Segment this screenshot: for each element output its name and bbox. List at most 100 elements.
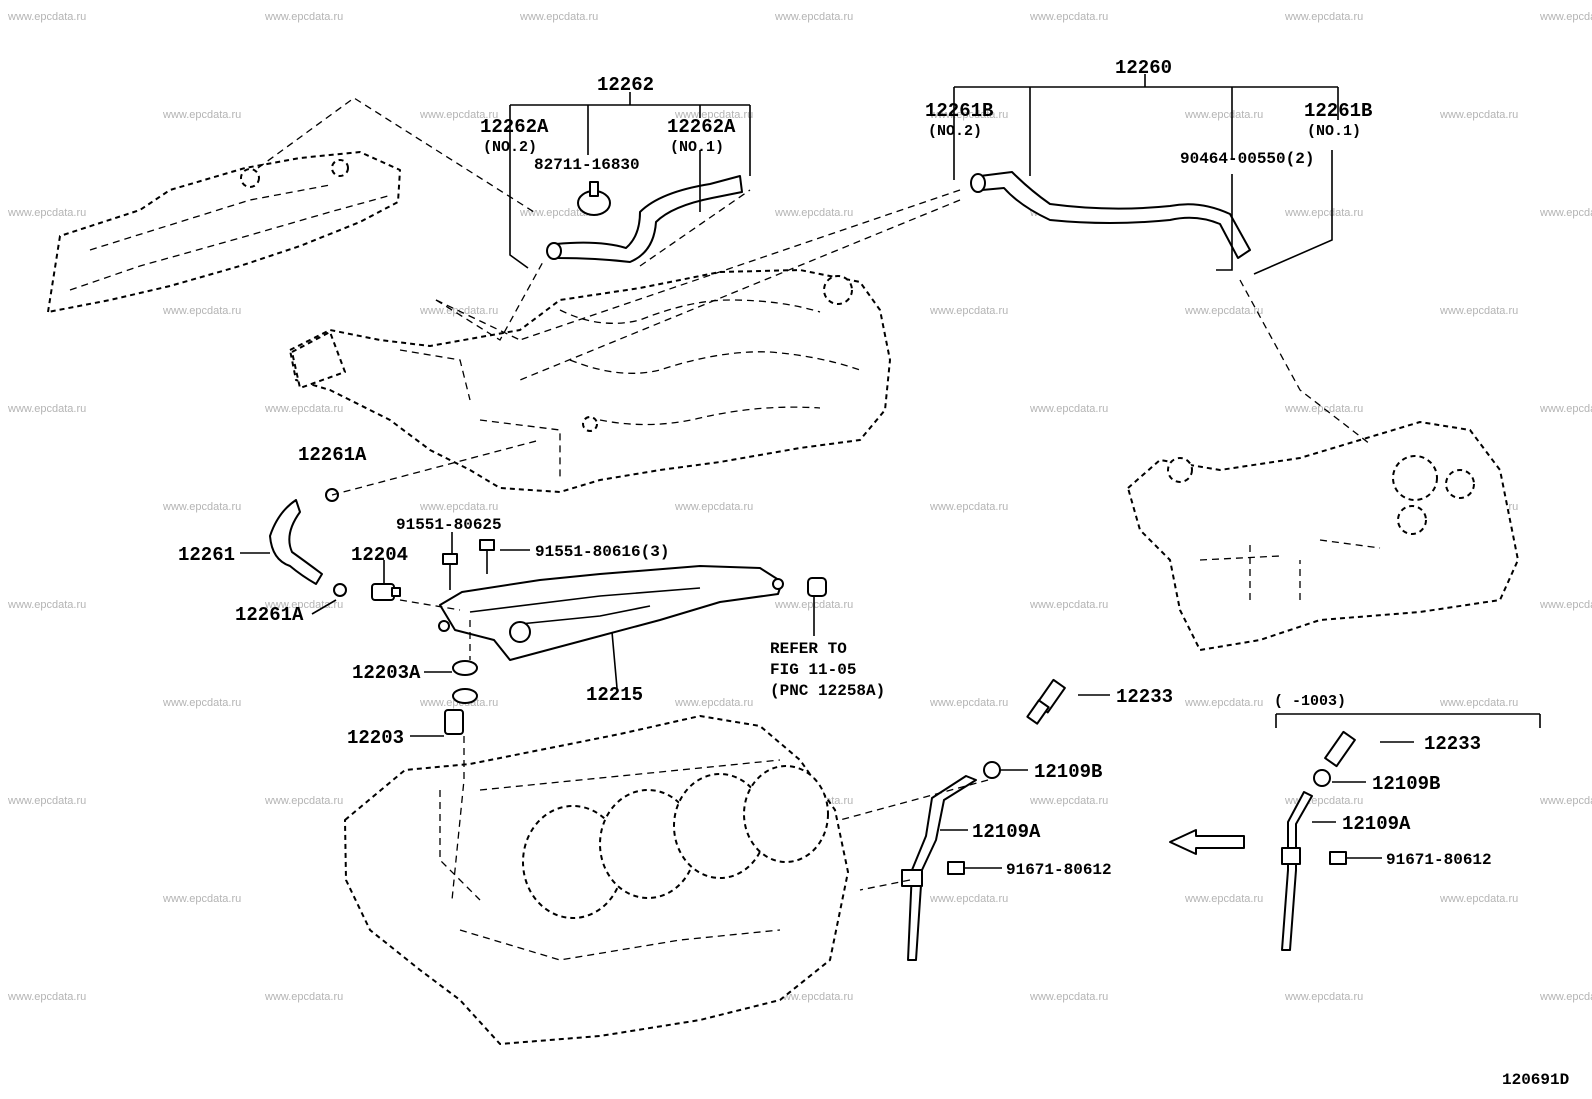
watermark-text: www.epcdata.ru	[1539, 207, 1592, 219]
callout-91671-80612: 91671-80612	[1006, 861, 1112, 879]
callout-12261a-bottom: 12261A	[235, 604, 304, 626]
callout-12262: 12262	[597, 74, 654, 96]
callout-12262a-no1-sub: (NO.1)	[670, 139, 724, 156]
arrow-left-icon	[1169, 829, 1245, 855]
watermark-text: www.epcdata.ru	[519, 207, 598, 219]
callout-90464-00550: 90464-00550(2)	[1180, 150, 1314, 168]
callout-12261b-no1-sub: (NO.1)	[1307, 123, 1361, 140]
figure-id: 120691D	[1502, 1071, 1569, 1089]
watermark-text: www.epcdata.ru	[264, 403, 343, 415]
callout-12215: 12215	[586, 684, 643, 706]
watermark-text: www.epcdata.ru	[264, 11, 343, 23]
watermark-text: www.epcdata.ru	[264, 795, 343, 807]
callout-12260: 12260	[1115, 57, 1172, 79]
head-cover-right	[1127, 421, 1519, 651]
watermark-text: www.epcdata.ru	[1029, 795, 1108, 807]
watermark-text: www.epcdata.ru	[774, 207, 853, 219]
gasket-12203A	[452, 660, 478, 676]
watermark-text: www.epcdata.ru	[1284, 207, 1363, 219]
hose-12262	[546, 175, 743, 263]
callout-12204: 12204	[351, 544, 408, 566]
intake-manifold	[289, 269, 891, 493]
callout-12233: 12233	[1116, 686, 1173, 708]
oil-level-gauge-guide	[901, 678, 1066, 961]
watermark-text: www.epcdata.ru	[1439, 305, 1518, 317]
watermark-text: www.epcdata.ru	[162, 697, 241, 709]
oil-level-gauge-guide-alt	[1281, 730, 1356, 951]
watermark-text: www.epcdata.ru	[774, 991, 853, 1003]
callout-labels: 12262 12262A (NO.2) 12262A (NO.1) 82711-…	[178, 57, 1569, 1089]
cylinder-block	[344, 715, 849, 1045]
callout-12261a-top: 12261A	[298, 444, 367, 466]
watermark-text: www.epcdata.ru	[1284, 403, 1363, 415]
watermark-text: www.epcdata.ru	[162, 305, 241, 317]
callout-12261b-no1: 12261B	[1304, 100, 1372, 122]
watermark-text: www.epcdata.ru	[7, 599, 86, 611]
callout-91551-80625: 91551-80625	[396, 516, 502, 534]
watermark-text: www.epcdata.ru	[419, 501, 498, 513]
watermark-text: www.epcdata.ru	[1284, 991, 1363, 1003]
callout-12261b-no2: 12261B	[925, 100, 993, 122]
callout-12109a: 12109A	[972, 821, 1041, 843]
pcv-valve-12204	[371, 583, 401, 601]
callout-12109b: 12109B	[1034, 761, 1102, 783]
watermark-text: www.epcdata.ru	[162, 893, 241, 905]
leader-lines	[240, 74, 1541, 869]
watermark-text: www.epcdata.ru	[929, 697, 1008, 709]
alt-callout-12233: 12233	[1424, 733, 1481, 755]
callout-12261b-no2-sub: (NO.2)	[928, 123, 982, 140]
watermark-text: www.epcdata.ru	[1439, 697, 1518, 709]
watermark-text: www.epcdata.ru	[7, 207, 86, 219]
watermark-text: www.epcdata.ru	[1029, 991, 1108, 1003]
watermark-text: www.epcdata.ru	[929, 109, 1008, 121]
assembly-lines	[257, 97, 1371, 901]
clamp-82711	[577, 181, 611, 216]
watermark-text: www.epcdata.ru	[1184, 305, 1263, 317]
callout-82711-16830: 82711-16830	[534, 156, 640, 174]
watermark-text: www.epcdata.ru	[1539, 795, 1592, 807]
union-12203	[444, 688, 478, 735]
refer-line-2: FIG 11-05	[770, 661, 856, 679]
watermark-text: www.epcdata.ru	[7, 795, 86, 807]
watermark-text: www.epcdata.ru	[1439, 109, 1518, 121]
watermark-text: www.epcdata.ru	[264, 991, 343, 1003]
alt-callout-91671-80612: 91671-80612	[1386, 851, 1492, 869]
watermark-text: www.epcdata.ru	[1184, 109, 1263, 121]
watermark-text: www.epcdata.ru	[929, 501, 1008, 513]
hose-12260	[970, 171, 1251, 259]
watermark-text: www.epcdata.ru	[7, 403, 86, 415]
watermark-text: www.epcdata.ru	[929, 305, 1008, 317]
callout-12262a-no1: 12262A	[667, 116, 736, 138]
callout-12262a-no2-sub: (NO.2)	[483, 139, 537, 156]
watermark-text: www.epcdata.ru	[1439, 893, 1518, 905]
watermark-text: www.epcdata.ru	[1539, 11, 1592, 23]
head-cover-left	[47, 151, 401, 313]
hose-12261	[269, 488, 347, 597]
callout-91551-80616: 91551-80616(3)	[535, 543, 669, 561]
watermark-text: www.epcdata.ru	[1539, 991, 1592, 1003]
refer-line-3: (PNC 12258A)	[770, 682, 885, 700]
plug-12258A	[807, 577, 827, 597]
callout-12203a: 12203A	[352, 662, 421, 684]
watermark-text: www.epcdata.ru	[1029, 599, 1108, 611]
watermark-text: www.epcdata.ru	[1029, 11, 1108, 23]
bolts-91551	[442, 539, 495, 590]
watermark-text: www.epcdata.ru	[929, 893, 1008, 905]
watermark-text: www.epcdata.ru	[1029, 403, 1108, 415]
watermark-text: www.epcdata.ru	[774, 11, 853, 23]
watermark-text: www.epcdata.ru	[674, 109, 753, 121]
callout-12203: 12203	[347, 727, 404, 749]
watermark-text: www.epcdata.ru	[674, 501, 753, 513]
watermark-text: www.epcdata.ru	[162, 109, 241, 121]
watermark-text: www.epcdata.ru	[1284, 11, 1363, 23]
alt-callout-12109a: 12109A	[1342, 813, 1411, 835]
refer-line-1: REFER TO	[770, 640, 847, 658]
watermark-text: www.epcdata.ru	[1539, 403, 1592, 415]
pcv-case	[438, 565, 784, 661]
watermark-text: www.epcdata.ru	[674, 697, 753, 709]
watermark-text: www.epcdata.ru	[1184, 697, 1263, 709]
watermark-text: www.epcdata.ru	[1539, 599, 1592, 611]
watermark-text: www.epcdata.ru	[1184, 893, 1263, 905]
watermark-text: www.epcdata.ru	[162, 501, 241, 513]
